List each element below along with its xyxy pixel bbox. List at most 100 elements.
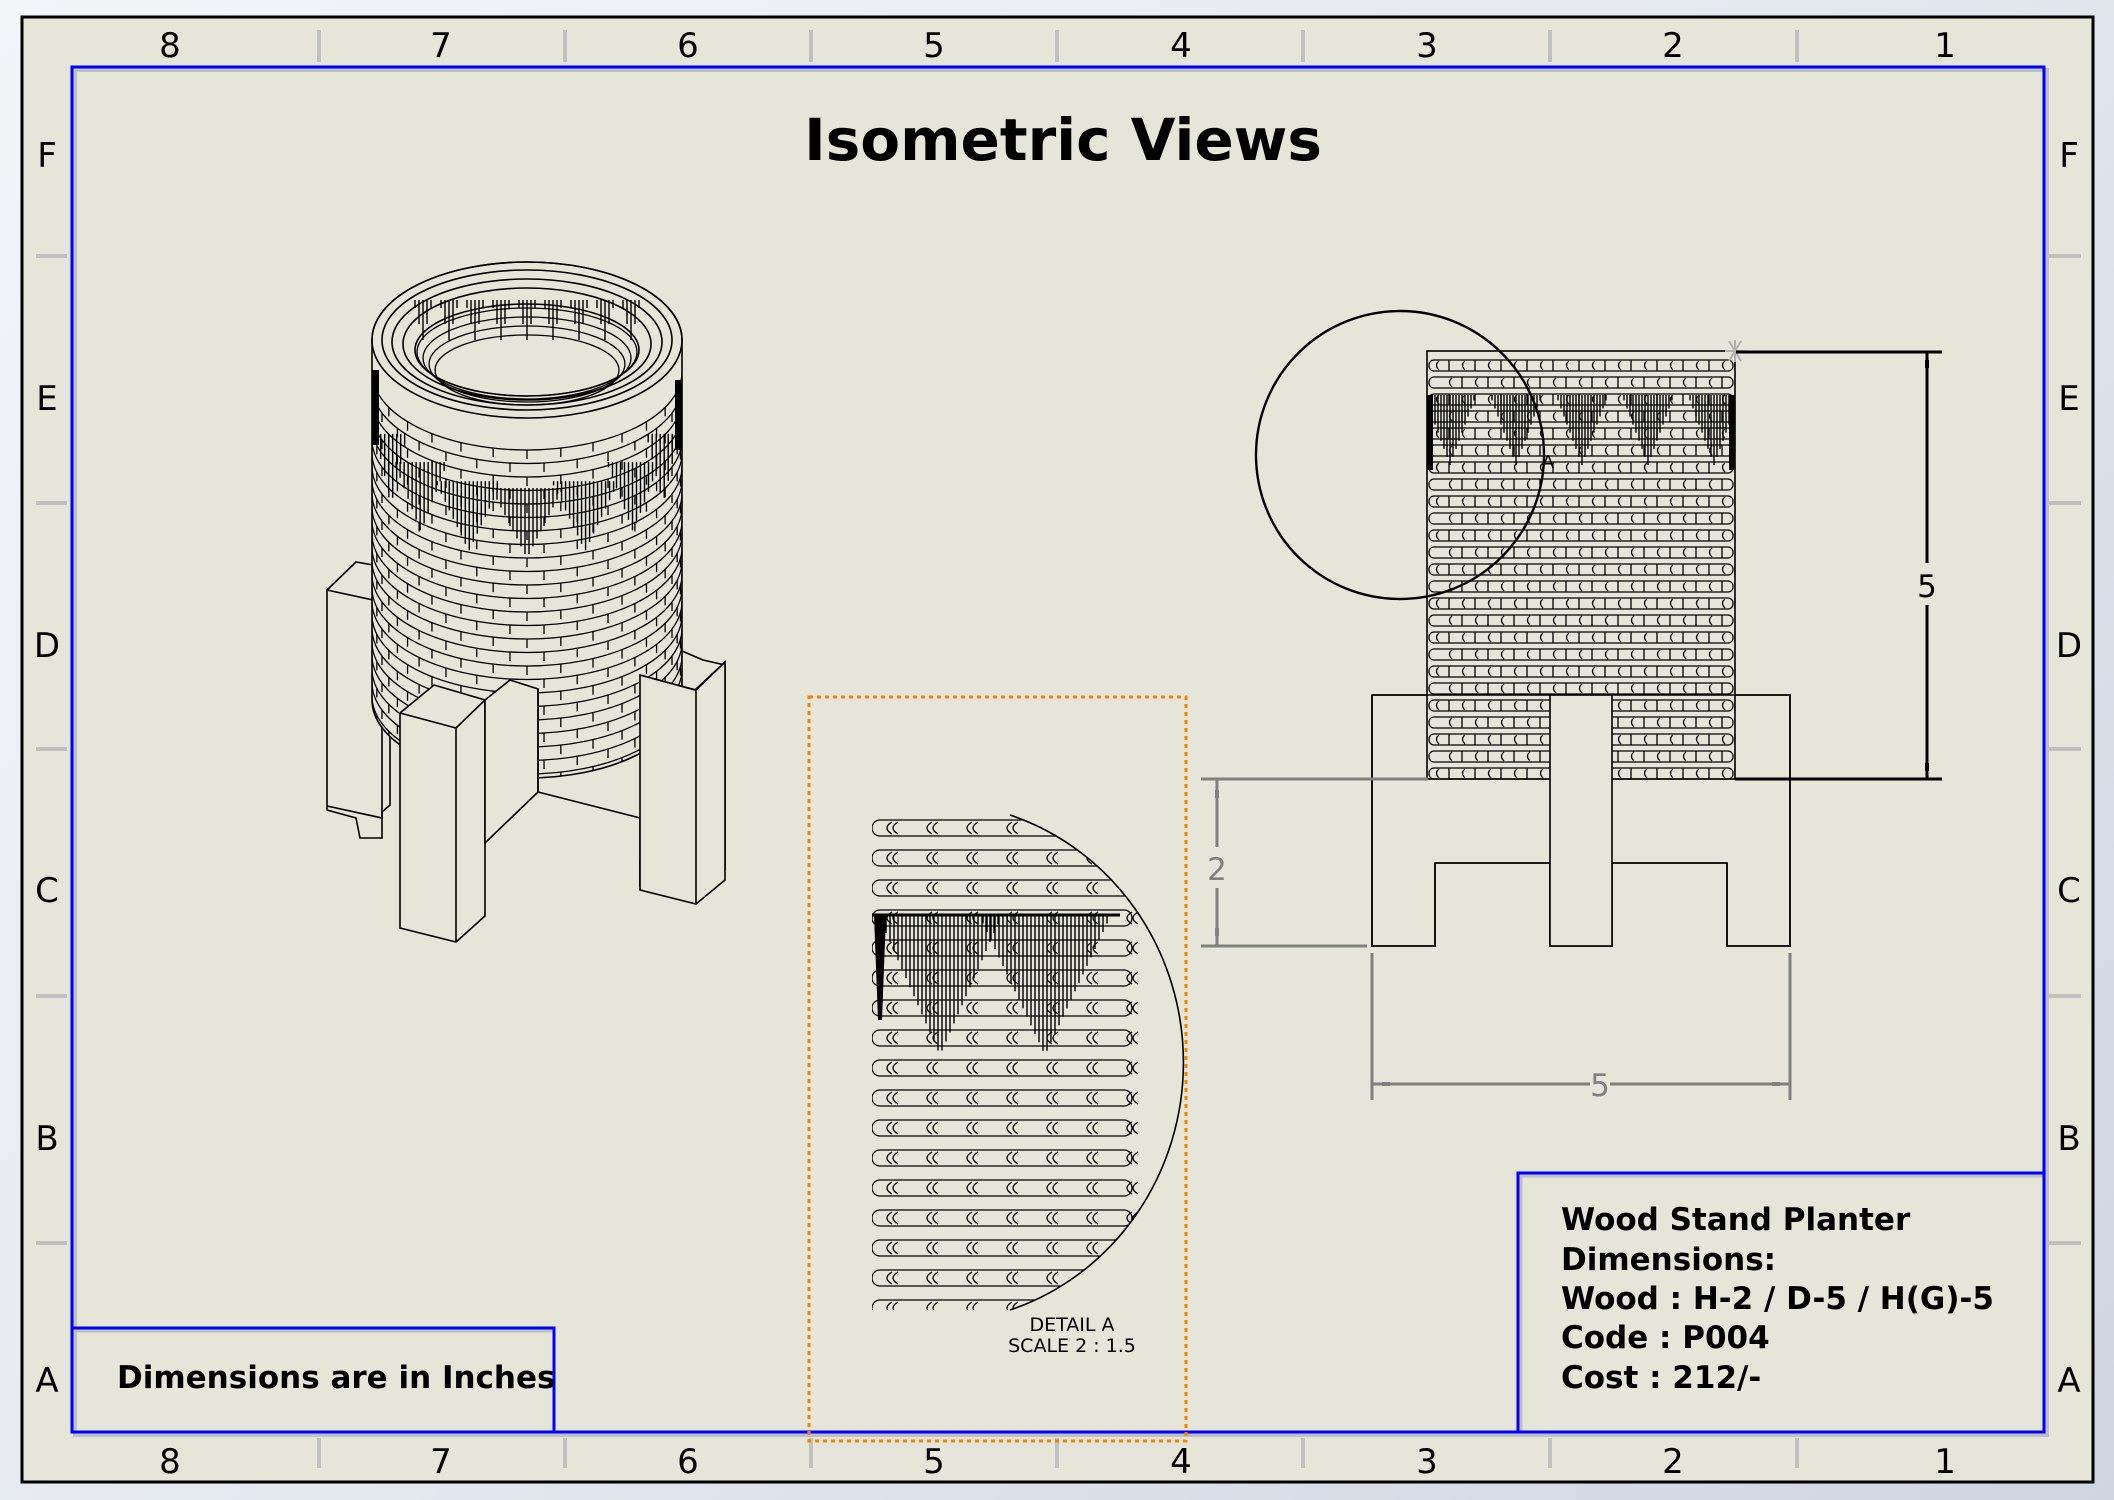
- dimension-stand-height[interactable]: 2: [1201, 777, 1428, 948]
- weave-loop: [926, 1031, 933, 1045]
- weave-loop: [1461, 768, 1466, 779]
- weave-loop: [1708, 717, 1713, 728]
- weave-loop: [966, 1301, 973, 1310]
- weave-loop: [1643, 632, 1648, 643]
- dimension-stand-width[interactable]: 5: [1370, 953, 1792, 1104]
- inner-ring: [434, 334, 620, 406]
- weave-loop: [1721, 734, 1726, 745]
- weave-loop: [1526, 581, 1531, 592]
- row-label: A: [2057, 1361, 2080, 1401]
- weave-loop: [1565, 428, 1570, 439]
- weave-loop: [1435, 632, 1440, 643]
- weave-loop: [1513, 496, 1518, 507]
- detail-drawing: [872, 819, 1139, 1310]
- row-label: F: [2059, 136, 2079, 176]
- weave-loop: [1565, 564, 1570, 575]
- row-label: C: [2057, 871, 2081, 911]
- front-view[interactable]: A 5 2: [1201, 309, 1942, 1104]
- column-label: 5: [923, 1442, 945, 1482]
- weave-loop: [1052, 851, 1059, 865]
- weave-loop: [1552, 581, 1557, 592]
- weave-row: [872, 939, 1133, 957]
- weave-loop: [886, 881, 893, 895]
- weave-row: [1428, 665, 1734, 678]
- weave-loop: [1695, 564, 1700, 575]
- column-labels-top: 8 7 6 5 4 3 2 1: [159, 26, 1956, 66]
- weave-loop: [1552, 649, 1557, 660]
- weave-loop: [972, 1121, 979, 1135]
- weave-loop: [1565, 666, 1570, 677]
- weave-loop: [1682, 581, 1687, 592]
- weave-loop: [1669, 632, 1674, 643]
- weave-loop: [966, 851, 973, 865]
- weave-loop: [1565, 598, 1570, 609]
- weave-loop: [1617, 428, 1622, 439]
- weave-row: [872, 999, 1133, 1017]
- weave-loop: [1448, 649, 1453, 660]
- weave-loop: [1539, 360, 1544, 371]
- weave-loop: [1669, 666, 1674, 677]
- weave-loop: [1721, 768, 1726, 779]
- weave-loop: [1006, 1061, 1013, 1075]
- weave-loop: [1435, 734, 1440, 745]
- weave-loop: [1448, 377, 1453, 388]
- weave-loop: [1006, 851, 1013, 865]
- weave-loop: [932, 1121, 939, 1135]
- weave-loop: [1669, 564, 1674, 575]
- weave-loop: [1630, 717, 1635, 728]
- weave-loop: [1126, 1151, 1133, 1165]
- weave-loop: [1126, 1091, 1133, 1105]
- weave-loop: [1617, 632, 1622, 643]
- dimension-value: 5: [1590, 1068, 1610, 1104]
- column-label: 6: [677, 1442, 699, 1482]
- weave-loop: [966, 1031, 973, 1045]
- weave-loop: [1513, 632, 1518, 643]
- weave-loop: [886, 821, 893, 835]
- weave-loop: [1052, 1241, 1059, 1255]
- weave-loop: [1448, 547, 1453, 558]
- weave-loop: [886, 1211, 893, 1225]
- weave-loop: [1695, 360, 1700, 371]
- weave-loop: [932, 971, 939, 985]
- weave-row: [1428, 631, 1734, 644]
- weave-loop: [1721, 700, 1726, 711]
- weave-loop: [1086, 881, 1093, 895]
- weave-loop: [1092, 1061, 1099, 1075]
- weave-loop: [1591, 360, 1596, 371]
- weave-loop: [1012, 1241, 1019, 1255]
- weave-loop: [1092, 881, 1099, 895]
- weave-loop: [1086, 1241, 1093, 1255]
- weave-loop: [1006, 1271, 1013, 1285]
- weave-loop: [1695, 632, 1700, 643]
- weave-loop: [1656, 649, 1661, 660]
- weave-loop: [1656, 479, 1661, 490]
- weave-loop: [1435, 598, 1440, 609]
- weave-loop: [1682, 513, 1687, 524]
- weave-loop: [886, 1151, 893, 1165]
- weave-loop: [1630, 683, 1635, 694]
- weave-loop: [1046, 851, 1053, 865]
- weave-loop: [1695, 462, 1700, 473]
- weave-loop: [1682, 649, 1687, 660]
- weave-loop: [1708, 751, 1713, 762]
- weave-loop: [1682, 445, 1687, 456]
- weave-loop: [1682, 479, 1687, 490]
- weave-loop: [1092, 971, 1099, 985]
- weave-loop: [1721, 598, 1726, 609]
- weave-loop: [1006, 1001, 1013, 1015]
- isometric-view[interactable]: [326, 261, 726, 943]
- weave-loop: [926, 1091, 933, 1105]
- weave-loop: [966, 1241, 973, 1255]
- weave-loop: [972, 1031, 979, 1045]
- dimension-basket-height[interactable]: 5: [1735, 350, 1942, 781]
- weave-loop: [1012, 1211, 1019, 1225]
- weave-loop: [1012, 1181, 1019, 1195]
- column-label: 7: [430, 26, 452, 66]
- row-ticks: [36, 254, 2081, 1245]
- column-label: 5: [923, 26, 945, 66]
- detail-view[interactable]: DETAIL A SCALE 2 : 1.5: [807, 695, 1188, 1443]
- side-shadow: [1729, 395, 1735, 470]
- detail-callout-circle[interactable]: [1254, 309, 1546, 601]
- weave-loop: [1526, 615, 1531, 626]
- weave-loop: [1630, 615, 1635, 626]
